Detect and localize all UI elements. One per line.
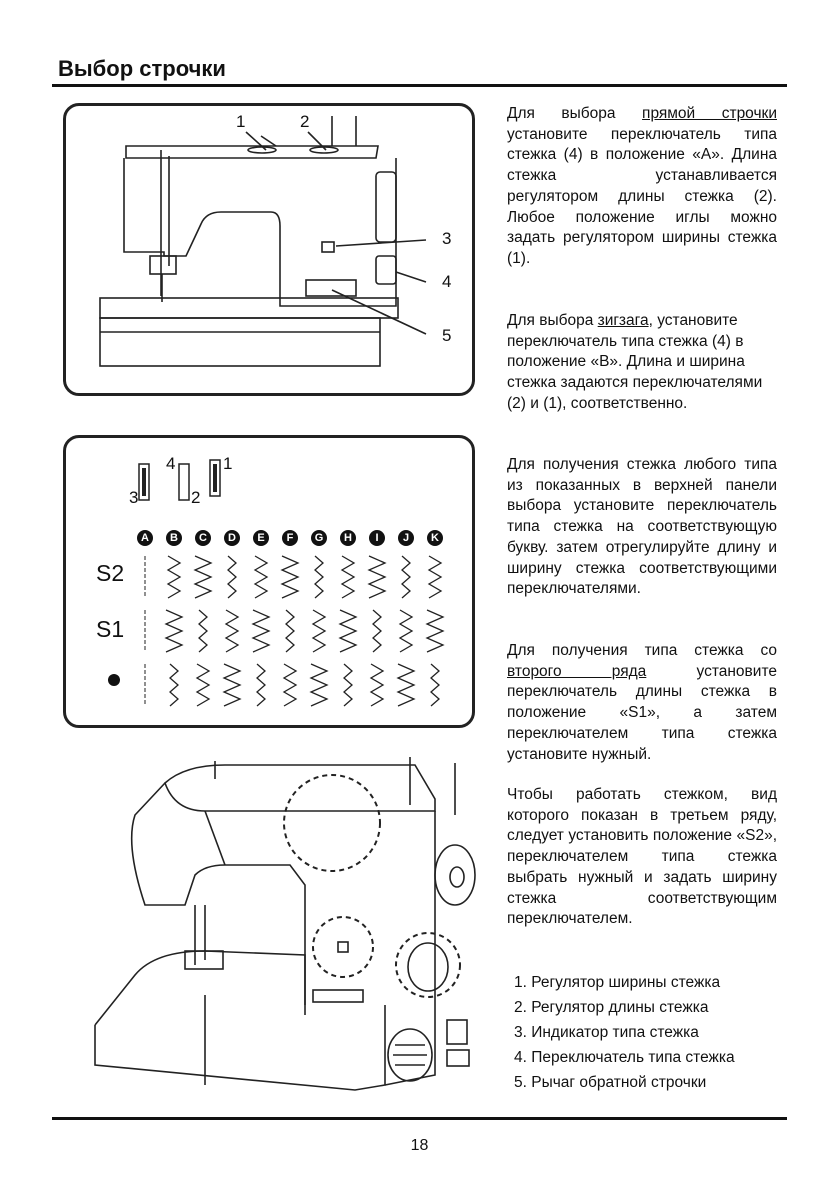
stitch-glyph [193, 555, 213, 599]
letter-e: E [253, 530, 269, 546]
callout-5: 5 [442, 326, 452, 345]
bottom-rule [52, 1117, 787, 1120]
stitch-glyph [251, 609, 271, 653]
icon-label-4: 4 [166, 454, 176, 473]
stitch-glyph [338, 609, 358, 653]
parts-legend: 1. Регулятор ширины стежка 2. Регулятор … [514, 970, 735, 1095]
row-label-s1: S1 [96, 616, 125, 642]
legend-item-1: 1. Регулятор ширины стежка [514, 974, 721, 991]
stitch-glyph [369, 663, 385, 707]
stitch-glyph [253, 555, 269, 599]
stitch-glyph [285, 609, 295, 653]
stitch-glyph [311, 609, 327, 653]
legend-item-3: 3. Индикатор типа стежка [514, 1024, 699, 1041]
letter-c: C [195, 530, 211, 546]
paragraph-third-row: Чтобы работать стежком, вид которого пок… [507, 786, 777, 928]
letter-f: F [282, 530, 298, 546]
stitch-glyph [340, 555, 356, 599]
letter-k: K [427, 530, 443, 546]
stitch-glyph [367, 555, 387, 599]
term-zigzag: зигзага [597, 312, 649, 329]
page-number: 18 [410, 1137, 429, 1154]
stitch-glyph [309, 663, 329, 707]
stitch-glyph [372, 609, 382, 653]
page-title: Выбор строчки [58, 56, 226, 81]
stitch-glyph [198, 609, 208, 653]
icon-label-3: 3 [129, 488, 139, 507]
stitch-glyph [164, 609, 184, 653]
letter-d: D [224, 530, 240, 546]
term-straight-stitch: прямой строчки [642, 105, 777, 122]
stitch-glyph [314, 555, 324, 599]
stitch-glyph [398, 609, 414, 653]
legend-item-2: 2. Регулятор длины стежка [514, 999, 709, 1016]
stitch-glyph [396, 663, 416, 707]
machine-perspective-figure [55, 755, 485, 1100]
callout-2: 2 [300, 112, 310, 131]
stitch-glyph [430, 663, 440, 707]
letter-h: H [340, 530, 356, 546]
row-label-s2: S2 [96, 560, 125, 586]
callout-1: 1 [236, 112, 246, 131]
stitch-glyph [280, 555, 300, 599]
term-second-row: второго ряда [507, 662, 647, 680]
stitch-glyph [169, 663, 179, 707]
letter-a: A [137, 530, 153, 546]
icon-label-2: 2 [191, 488, 201, 507]
letter-b: B [166, 530, 182, 546]
third-row-dot [108, 674, 120, 686]
paragraph-zigzag: Для выбора зигзага, установите переключа… [507, 312, 763, 412]
stitch-glyph [224, 609, 240, 653]
stitch-glyph [222, 663, 242, 707]
letter-i: I [369, 530, 385, 546]
stitch-glyph [343, 663, 353, 707]
stitch-chart-figure: 3 4 2 1 A B C D E F G H I J K S2 S1 [63, 435, 475, 728]
stitch-glyph [401, 555, 411, 599]
stitch-glyph [195, 663, 211, 707]
letter-g: G [311, 530, 327, 546]
legend-item-5: 5. Рычаг обратной строчки [514, 1074, 707, 1091]
callout-4: 4 [442, 272, 452, 291]
paragraph-straight-stitch: Для выбора прямой строчки установите пер… [507, 105, 777, 267]
paragraph-second-row: Для получения типа стежка со второго ряд… [507, 642, 777, 763]
machine-front-figure: 1 2 3 4 5 [63, 103, 475, 396]
legend-item-4: 4. Переключатель типа стежка [514, 1049, 735, 1066]
stitch-glyph [282, 663, 298, 707]
letter-j: J [398, 530, 414, 546]
stitch-glyph [427, 555, 443, 599]
stitch-glyph [256, 663, 266, 707]
paragraph-any-stitch: Для получения стежка любого типа из пока… [507, 456, 777, 598]
callout-3: 3 [442, 229, 452, 248]
icon-label-1: 1 [223, 454, 233, 473]
stitch-glyph [227, 555, 237, 599]
stitch-glyph [425, 609, 445, 653]
top-rule [52, 84, 787, 87]
stitch-glyph [166, 555, 182, 599]
